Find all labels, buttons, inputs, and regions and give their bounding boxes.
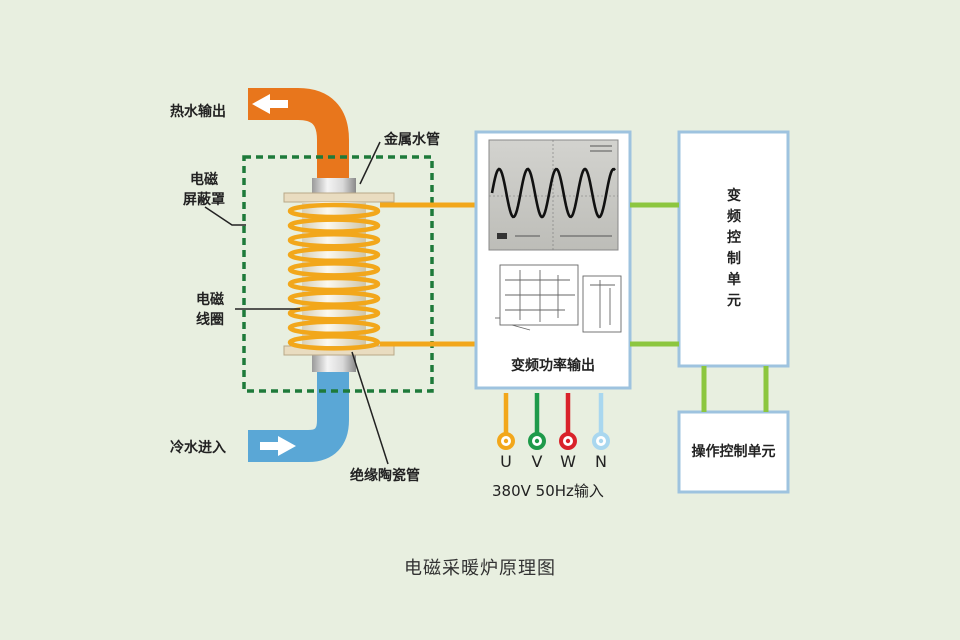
metal-pipe-bottom: [312, 352, 356, 372]
coil-turn: [287, 334, 381, 351]
phase-label-n: N: [595, 452, 607, 471]
label-coil: 电磁 线圈: [180, 290, 240, 330]
label-cold-water-in: 冷水进入: [170, 440, 226, 456]
coil-turn: [287, 231, 381, 249]
coil-turn: [287, 217, 381, 234]
leader-shield: [204, 206, 246, 226]
op-control-label: 操作控制单元: [691, 444, 776, 460]
phase-terminal-dot-u: [503, 438, 509, 444]
phase-label-w: W: [560, 452, 576, 471]
vf-control-label: 变频控制单元: [727, 188, 741, 309]
cold-water-pipe: [248, 360, 349, 462]
power-output-label: 变频功率输出: [511, 358, 595, 374]
coil-turn: [287, 261, 381, 278]
phase-terminal-dot-v: [534, 438, 540, 444]
phase-terminal-dot-n: [598, 438, 604, 444]
label-shield-line1: 电磁: [190, 172, 218, 188]
label-coil-line1: 电磁: [196, 292, 224, 308]
label-ceramic-pipe: 绝缘陶瓷管: [350, 468, 420, 484]
vf-control-box: [677, 130, 790, 368]
em-shield-outline: [242, 155, 434, 393]
sine-waveform: [490, 167, 616, 219]
coil-turn: [287, 275, 381, 293]
hot-water-arrow-icon: [252, 94, 288, 114]
label-metal-pipe: 金属水管: [384, 132, 440, 148]
hot-water-pipe: [248, 88, 349, 190]
em-coil: [287, 202, 381, 351]
leader-metal-pipe: [359, 141, 381, 185]
diagram-caption: 电磁采暖炉原理图: [404, 558, 556, 579]
label-hot-water-out: 热水输出: [170, 104, 226, 120]
leader-ceramic: [351, 351, 389, 465]
coil-turn: [287, 290, 381, 307]
phase-terminals: [497, 393, 610, 450]
label-shield: 电磁 屏蔽罩: [172, 170, 236, 210]
phase-label-v: V: [531, 452, 543, 471]
coil-turn: [287, 304, 381, 322]
top-flange: [283, 192, 395, 203]
coil-turn: [287, 319, 381, 337]
label-shield-line2: 屏蔽罩: [183, 192, 225, 208]
cold-water-arrow-icon: [260, 436, 296, 456]
op-control-box: [677, 410, 790, 494]
supply-label: 380V 50Hz输入: [492, 482, 604, 500]
coil-turn: [287, 202, 381, 220]
coil-turn: [287, 246, 381, 264]
phase-terminal-dot-w: [565, 438, 571, 444]
phase-label-u: U: [500, 452, 512, 471]
label-coil-line2: 线圈: [196, 312, 224, 328]
oscilloscope-screen: [488, 139, 619, 251]
circuit-schematic: [495, 264, 622, 333]
